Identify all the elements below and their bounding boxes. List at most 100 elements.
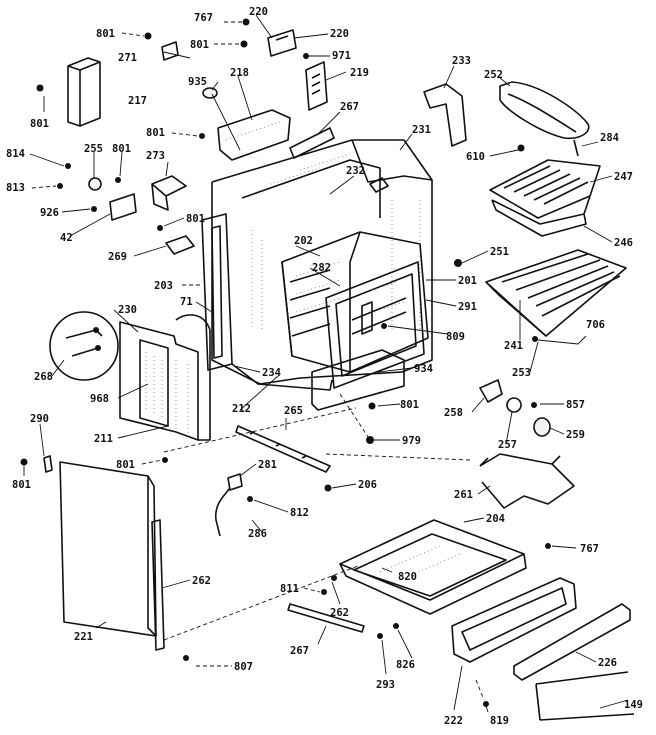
bracket-282 [361, 301, 373, 335]
trim-strip-290 [43, 455, 53, 473]
label-220: 220 [249, 6, 268, 18]
element-261 [479, 453, 575, 509]
label-217: 217 [128, 95, 147, 107]
label-610: 610 [466, 151, 485, 163]
side-panel-203 [201, 213, 233, 371]
knob-259 [533, 417, 551, 437]
knob-257 [506, 397, 522, 413]
label-230: 230 [118, 304, 137, 316]
label-801: 801 [112, 143, 131, 155]
side-bracket-217 [67, 57, 101, 127]
bracket-281 [214, 473, 243, 537]
label-807: 807 [234, 661, 253, 673]
label-246: 246 [614, 237, 633, 249]
label-267: 267 [290, 645, 309, 657]
trim-strip-262 [151, 519, 165, 651]
label-811: 811 [280, 583, 299, 595]
label-259: 259 [566, 429, 585, 441]
label-826: 826 [396, 659, 415, 671]
label-812: 812 [290, 507, 309, 519]
label-71: 71 [180, 296, 193, 308]
label-222: 222 [444, 715, 463, 727]
heat-shield-218 [217, 109, 291, 161]
frame-212 [311, 349, 405, 411]
label-286: 286 [248, 528, 267, 540]
label-284: 284 [600, 132, 619, 144]
label-934: 934 [414, 363, 433, 375]
label-290: 290 [30, 413, 49, 425]
label-226: 226 [598, 657, 617, 669]
knob-255 [88, 177, 102, 191]
label-814: 814 [6, 148, 25, 160]
label-813: 813 [6, 182, 25, 194]
label-257: 257 [498, 439, 517, 451]
label-801: 801 [190, 39, 209, 51]
label-211: 211 [94, 433, 113, 445]
label-267: 267 [340, 101, 359, 113]
label-801: 801 [96, 28, 115, 40]
label-291: 291 [458, 301, 477, 313]
label-819: 819 [490, 715, 509, 727]
drawer-204 [339, 519, 527, 615]
label-234: 234 [262, 367, 281, 379]
label-801: 801 [186, 213, 205, 225]
label-809: 809 [446, 331, 465, 343]
drawer-front-222 [451, 577, 577, 663]
label-801: 801 [400, 399, 419, 411]
label-231: 231 [412, 124, 431, 136]
clip-284 [573, 139, 579, 157]
cover-plate-220 [267, 29, 297, 57]
label-258: 258 [444, 407, 463, 419]
bracket-271 [161, 41, 179, 61]
label-801: 801 [146, 127, 165, 139]
bracket-42 [109, 193, 137, 221]
label-801: 801 [116, 459, 135, 471]
label-262: 262 [330, 607, 349, 619]
label-979: 979 [402, 435, 421, 447]
label-801: 801 [12, 479, 31, 491]
trim-149 [535, 671, 635, 721]
label-247: 247 [614, 171, 633, 183]
heating-element-252 [499, 81, 590, 140]
label-253: 253 [512, 367, 531, 379]
label-203: 203 [154, 280, 173, 292]
label-261: 261 [454, 489, 473, 501]
side-panel-221 [59, 461, 157, 637]
label-241: 241 [504, 340, 523, 352]
label-202: 202 [294, 235, 313, 247]
label-971: 971 [332, 50, 351, 62]
label-767: 767 [194, 12, 213, 24]
label-219: 219 [350, 67, 369, 79]
door-trim-234 [231, 363, 333, 391]
label-201: 201 [458, 275, 477, 287]
detail-circle-268 [49, 311, 119, 381]
label-42: 42 [60, 232, 73, 244]
leader-lines [23, 14, 629, 713]
label-282: 282 [312, 262, 331, 274]
bracket-273 [151, 175, 187, 211]
label-262: 262 [192, 575, 211, 587]
label-252: 252 [484, 69, 503, 81]
screws [20, 18, 551, 707]
vent-trim-233 [423, 83, 467, 147]
label-251: 251 [490, 246, 509, 258]
part-labels: 767 220 220 801 271 801 971 219 233 252 … [6, 6, 643, 727]
rail-267 [287, 603, 365, 633]
label-233: 233 [452, 55, 471, 67]
broiler-pan-246 [491, 195, 591, 237]
label-820: 820 [398, 571, 417, 583]
broiler-rack-247 [489, 159, 601, 219]
door-liner-201 [325, 261, 425, 389]
insulation-230 [119, 321, 199, 441]
thermostat-258 [479, 379, 503, 403]
grommet-935 [202, 87, 218, 99]
label-206: 206 [358, 479, 377, 491]
label-271: 271 [118, 52, 137, 64]
label-149: 149 [624, 699, 643, 711]
label-268: 268 [34, 371, 53, 383]
inner-liner-202 [281, 231, 429, 373]
vent-duct-267 [289, 127, 335, 159]
bracket-219 [305, 61, 328, 111]
label-767: 767 [580, 543, 599, 555]
